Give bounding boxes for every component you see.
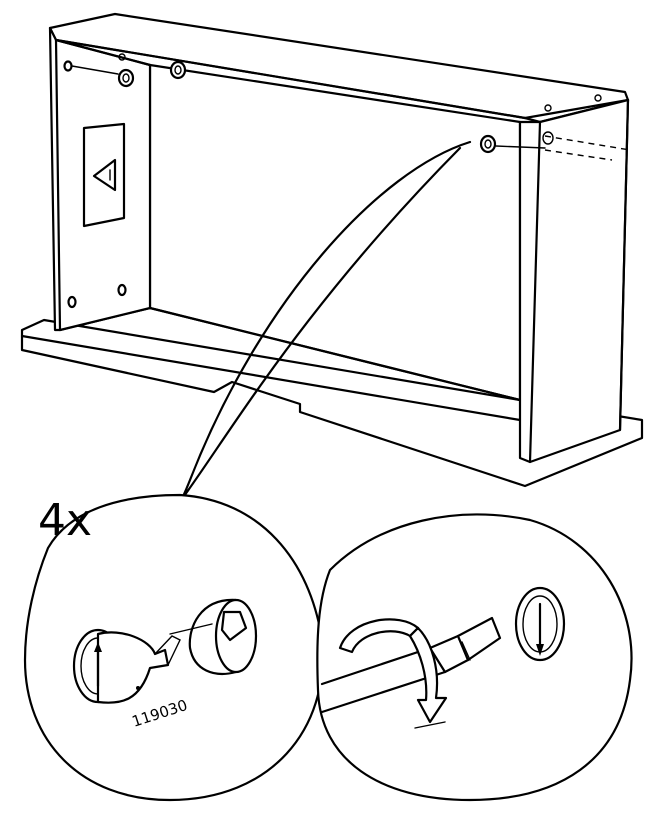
clockwise-rotation-arrow-icon [338, 618, 448, 724]
warning-triangle-icon [92, 158, 117, 192]
label-plate [82, 122, 126, 228]
cam-lock-face-icon [514, 586, 566, 662]
cam-lock-top-mid [169, 60, 187, 80]
quantity-label: 4x [38, 495, 92, 546]
screw-hole [117, 283, 127, 297]
cam-lock-fitting-icon [72, 628, 181, 704]
cam-lock-top-right [479, 134, 497, 154]
alignment-dashed-line [544, 135, 631, 151]
screwdriver-icon [320, 616, 502, 714]
cabinet-frame [20, 12, 644, 488]
cam-lock-top-left [117, 68, 135, 88]
detail-circle-turn-cam [316, 513, 633, 802]
detail-circle-insert-cam: 4x 119030 [23, 493, 324, 802]
screw-hole [67, 295, 77, 309]
cam-hole-icon [188, 598, 258, 676]
